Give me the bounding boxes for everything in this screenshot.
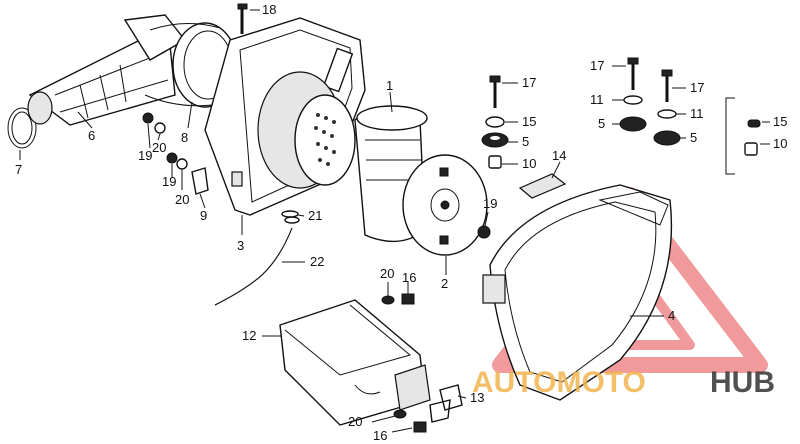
callout-5: 5 <box>598 116 605 131</box>
callout-13: 13 <box>470 390 484 405</box>
o-ring-part <box>7 107 37 149</box>
callout-8: 8 <box>181 130 188 145</box>
callout-16: 16 <box>373 428 387 443</box>
callout-10: 10 <box>773 136 787 151</box>
callout-3: 3 <box>237 238 244 253</box>
callout-20: 20 <box>152 140 166 155</box>
callout-22: 22 <box>310 254 324 269</box>
filter-mesh-part <box>257 71 356 189</box>
callout-10: 10 <box>522 156 536 171</box>
clip-part <box>429 384 463 423</box>
callout-9: 9 <box>200 208 207 223</box>
callout-labels: 18 1 6 7 8 19 20 19 20 9 3 21 22 2 19 17… <box>15 2 787 443</box>
callout-2: 2 <box>441 276 448 291</box>
watermark-text-part2: HUB <box>710 366 775 399</box>
callout-4: 4 <box>668 308 675 323</box>
watermark-text-part1: AUTOMOTO <box>472 366 646 399</box>
callout-17: 17 <box>690 80 704 95</box>
callout-20: 20 <box>175 192 189 207</box>
callout-11: 11 <box>690 106 704 121</box>
callout-19: 19 <box>162 174 176 189</box>
callout-1: 1 <box>386 78 393 93</box>
callout-19: 19 <box>483 196 497 211</box>
callout-19: 19 <box>138 148 152 163</box>
callout-15: 15 <box>522 114 536 129</box>
callout-5: 5 <box>690 130 697 145</box>
drain-tube-part <box>214 216 300 306</box>
cover-plate-part <box>402 154 488 256</box>
callout-12: 12 <box>242 328 256 343</box>
callout-18: 18 <box>262 2 276 17</box>
leader-lines <box>19 9 770 433</box>
callout-20: 20 <box>380 266 394 281</box>
callout-17: 17 <box>590 58 604 73</box>
callout-11: 11 <box>590 92 604 107</box>
intake-tube-part <box>27 14 187 126</box>
callout-5: 5 <box>522 134 529 149</box>
hardware-bolts <box>142 3 761 433</box>
callout-17: 17 <box>522 75 536 90</box>
callout-16: 16 <box>402 270 416 285</box>
watermark-text: AUTOMOTO HUB <box>472 366 775 399</box>
label-plate-part <box>518 173 567 199</box>
callout-21: 21 <box>308 208 322 223</box>
callout-20: 20 <box>348 414 362 429</box>
side-cover-part <box>482 184 673 401</box>
callout-14: 14 <box>552 148 566 163</box>
callout-7: 7 <box>15 162 22 177</box>
toolbox-part <box>279 299 431 426</box>
inset-bracket <box>725 97 735 175</box>
callout-6: 6 <box>88 128 95 143</box>
callout-15: 15 <box>773 114 787 129</box>
